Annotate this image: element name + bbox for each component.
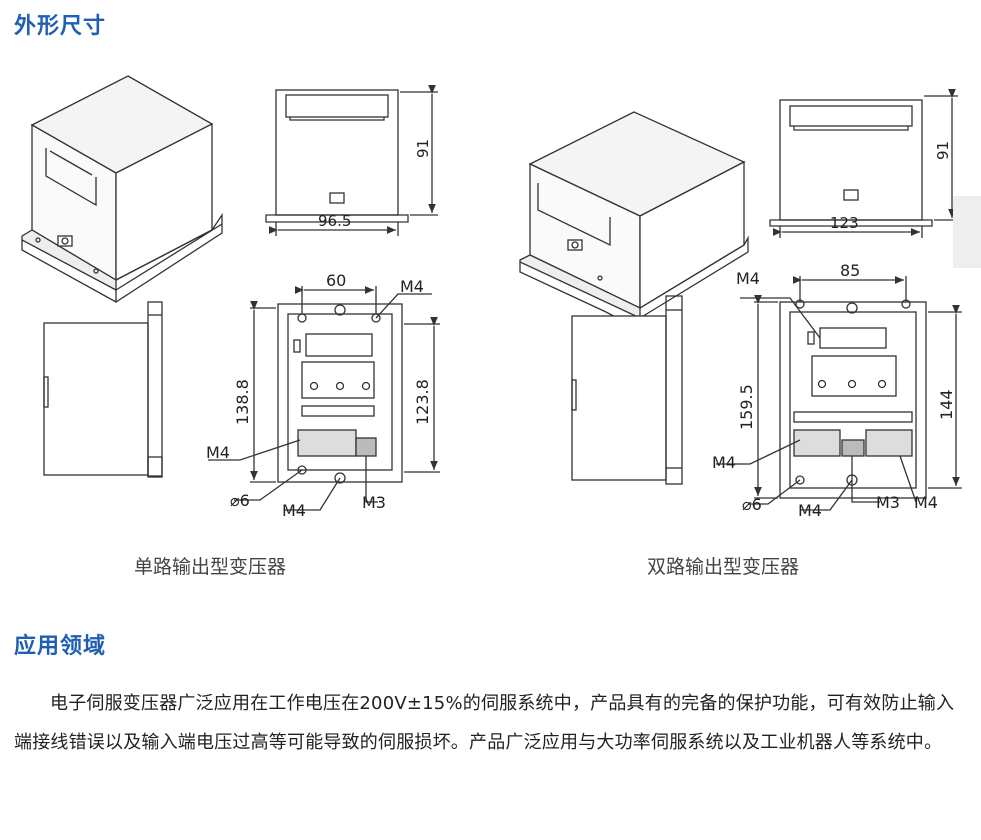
- single-screw-m3-label: M3: [362, 493, 386, 512]
- dual-hole-spacing-label: 85: [840, 261, 860, 280]
- single-iso-view: [21, 75, 223, 304]
- dual-output-caption: 双路输出型变压器: [647, 556, 800, 578]
- dual-total-height-label: 159.5: [737, 384, 756, 430]
- single-screw-bottom-label: M4: [282, 501, 306, 520]
- single-width-label: 96.5: [318, 212, 351, 230]
- dual-front-view: [769, 88, 958, 238]
- side-tab[interactable]: [953, 196, 981, 268]
- dual-top-view: [716, 276, 962, 511]
- dual-screw-bottom-label: M4: [798, 501, 822, 520]
- dual-iso-view: [519, 111, 749, 332]
- dual-hole-dia-label: ⌀6: [742, 495, 762, 514]
- dimensions-title: 外形尺寸: [14, 14, 107, 39]
- dimension-drawings: 96.5 91 60 138.8 123.8 M4 M4 ⌀6 M4 M3 12…: [21, 75, 962, 520]
- single-screw-top-label: M4: [400, 277, 424, 296]
- dual-inner-height-label: 144: [937, 389, 956, 420]
- dual-side-view: [571, 295, 683, 485]
- dual-width-label: 123: [830, 214, 859, 232]
- dual-screw-left-label: M4: [712, 453, 736, 472]
- single-hole-dia-label: ⌀6: [230, 491, 250, 510]
- single-height-label: 91: [414, 139, 432, 158]
- applications-paragraph: 电子伺服变压器广泛应用在工作电压在200V±15%的伺服系统中，产品具有的完备的…: [14, 693, 955, 753]
- single-top-view: [208, 286, 440, 511]
- single-hole-spacing-label: 60: [326, 271, 346, 290]
- single-inner-height-label: 123.8: [413, 379, 432, 425]
- dual-height-label: 91: [934, 141, 952, 160]
- single-output-caption: 单路输出型变压器: [134, 556, 287, 578]
- single-screw-left-label: M4: [206, 443, 230, 462]
- dual-screw-top-label: M4: [736, 269, 760, 288]
- dual-screw-right-label: M4: [914, 493, 938, 512]
- single-side-view: [43, 301, 163, 478]
- single-total-height-label: 138.8: [233, 379, 252, 425]
- single-front-view: [265, 84, 438, 236]
- applications-title: 应用领域: [14, 634, 107, 659]
- dual-screw-m3-label: M3: [876, 493, 900, 512]
